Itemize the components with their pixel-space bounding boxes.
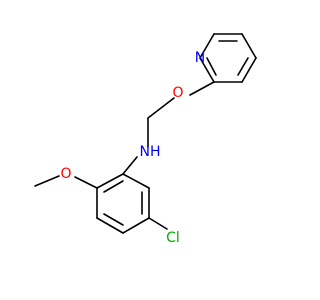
bond [189, 81, 215, 96]
bond [74, 176, 98, 189]
methoxy-oxygen-label: O [60, 166, 71, 182]
double-bond-inner [103, 213, 124, 226]
bond [147, 97, 175, 119]
bond [122, 217, 150, 234]
ether-oxygen-label: O [172, 85, 183, 101]
benzene-ring [96, 173, 150, 234]
bond [34, 175, 60, 187]
double-bond-inner [103, 180, 124, 193]
bond [241, 33, 257, 59]
bond [122, 156, 138, 175]
double-bond-inner [237, 57, 249, 76]
pyridine-ring [199, 33, 257, 83]
bond [96, 173, 124, 189]
double-bond-inner [206, 57, 217, 76]
bond [96, 217, 124, 234]
pyridine-nitrogen-label: N [195, 50, 205, 66]
bond [199, 33, 215, 59]
molecule-structure: N O NH O Cl [34, 33, 257, 246]
bond [199, 57, 215, 83]
bond [122, 173, 150, 189]
chlorine-label: Cl [166, 230, 180, 246]
bond [241, 57, 257, 83]
bond [148, 217, 168, 230]
amine-nh-label: NH [140, 144, 161, 160]
